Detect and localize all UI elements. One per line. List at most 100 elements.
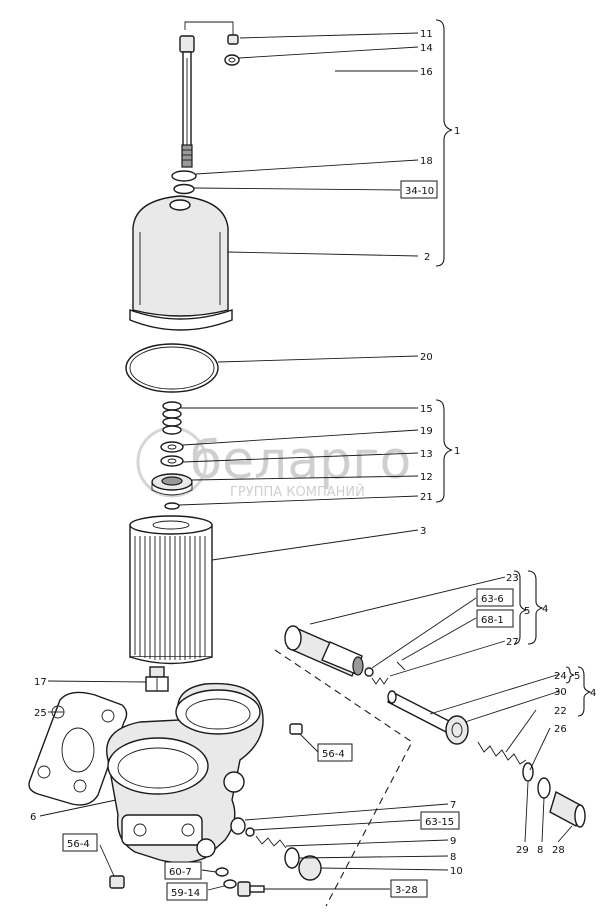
callout-27: 27 <box>506 637 519 648</box>
part-gasket-25 <box>28 691 128 806</box>
callout-22: 22 <box>554 706 567 717</box>
callout-23: 23 <box>506 573 519 584</box>
part-spring-15 <box>162 401 182 435</box>
brace-4-lower <box>577 666 592 717</box>
part-spring-9 <box>255 835 287 849</box>
group-label-4-lower: 4 <box>590 688 596 699</box>
part-washer-59-14 <box>223 879 237 889</box>
callout-17: 17 <box>34 677 47 688</box>
assembly-guide-line <box>274 649 413 907</box>
group-numbers: 1 1 5 4 5 4 <box>454 126 596 699</box>
callout-box-56-4-left <box>62 833 98 852</box>
callout-16: 16 <box>420 67 433 78</box>
brace-5-lower <box>565 666 575 684</box>
group-label-1-middle: 1 <box>454 446 460 457</box>
brace-4-upper <box>527 570 544 645</box>
part-plug-11 <box>227 34 239 45</box>
part-bolt-3-28 <box>237 881 265 897</box>
part-ball-63-15 <box>245 827 255 837</box>
watermark-tagline: ГРУППА КОМПАНИЙ <box>230 484 365 500</box>
part-plug-56-4-left <box>109 875 125 889</box>
callout-34-10: 34-10 <box>405 186 434 197</box>
callout-21: 21 <box>420 492 433 503</box>
part-washer-8b <box>537 777 551 799</box>
callout-18: 18 <box>420 156 433 167</box>
part-valve-body-23 <box>284 625 364 677</box>
callout-28: 28 <box>552 845 565 856</box>
callout-11: 11 <box>420 29 433 40</box>
part-ring-21 <box>164 502 180 510</box>
callout-59-14: 59-14 <box>171 888 200 899</box>
part-washer-60-7 <box>215 867 229 877</box>
callout-24: 24 <box>554 671 567 682</box>
part-filter-element-3 <box>129 515 213 665</box>
callout-6: 6 <box>30 812 36 823</box>
callout-box-56-4-right <box>317 743 353 762</box>
callout-56-4-right: 56-4 <box>322 749 345 760</box>
part-washer-8 <box>284 847 300 869</box>
callout-box-34-10 <box>400 180 438 199</box>
callout-3: 3 <box>420 526 426 537</box>
callout-56-4-left: 56-4 <box>67 839 90 850</box>
callout-3-28: 3-28 <box>395 885 418 896</box>
brace-5-upper <box>513 570 528 645</box>
part-plunger-24 <box>387 690 456 735</box>
part-pin-68-1 <box>396 661 406 671</box>
group-label-5-lower: 5 <box>574 671 580 682</box>
part-ball-63-6 <box>364 667 374 677</box>
callout-box-59-14 <box>166 882 208 901</box>
brace-middle <box>435 399 453 503</box>
callout-7: 7 <box>450 800 456 811</box>
callout-14: 14 <box>420 43 433 54</box>
part-spring-27 <box>371 677 389 685</box>
part-plug-7 <box>230 817 246 835</box>
callout-13: 13 <box>420 449 433 460</box>
callout-10: 10 <box>450 866 463 877</box>
callout-20: 20 <box>420 352 433 363</box>
callout-63-15: 63-15 <box>425 817 454 828</box>
callout-8-right: 8 <box>537 845 543 856</box>
callout-63-6: 63-6 <box>481 594 504 605</box>
callout-68-1: 68-1 <box>481 615 504 626</box>
part-valve-seat-12 <box>151 473 193 496</box>
part-spring-22 <box>477 741 527 765</box>
leader-lines <box>39 32 573 891</box>
callout-box-60-7 <box>164 861 202 880</box>
callout-labels: 11 14 16 18 34-10 2 20 15 19 13 12 21 3 … <box>30 29 567 901</box>
part-washer-29 <box>522 762 534 782</box>
watermark-brand: беларго <box>190 431 411 491</box>
part-fitting-17 <box>145 666 169 692</box>
callout-9: 9 <box>450 836 456 847</box>
group-label-5-upper: 5 <box>524 606 530 617</box>
callout-26: 26 <box>554 724 567 735</box>
part-bolt-16 <box>179 21 234 168</box>
callout-2: 2 <box>424 252 430 263</box>
part-plug-56-4-right <box>289 723 303 735</box>
part-washer-13 <box>160 455 184 467</box>
callout-29: 29 <box>516 845 529 856</box>
part-washer-19 <box>160 441 184 453</box>
callout-8: 8 <box>450 852 456 863</box>
callout-box-3-28 <box>390 879 428 898</box>
part-filter-cap-2 <box>129 195 233 331</box>
group-label-1-upper: 1 <box>454 126 460 137</box>
callout-25: 25 <box>34 708 47 719</box>
group-label-4-upper: 4 <box>542 604 548 615</box>
part-filter-housing-6 <box>106 682 264 864</box>
part-ring-18 <box>171 170 197 182</box>
part-ring-34-10 <box>173 183 195 195</box>
callout-box-63-6 <box>476 588 514 607</box>
watermark: беларго ГРУППА КОМПАНИЙ <box>136 426 411 500</box>
part-nut-30 <box>445 715 469 745</box>
callout-box-63-15 <box>420 811 460 830</box>
group-braces <box>435 19 592 717</box>
callout-60-7: 60-7 <box>169 867 192 878</box>
part-plug-28 <box>549 790 586 828</box>
callout-15: 15 <box>420 404 433 415</box>
callout-30: 30 <box>554 687 567 698</box>
part-gasket-20 <box>125 343 219 393</box>
part-washer-14 <box>224 54 240 66</box>
callout-19: 19 <box>420 426 433 437</box>
brace-upper <box>435 19 453 267</box>
